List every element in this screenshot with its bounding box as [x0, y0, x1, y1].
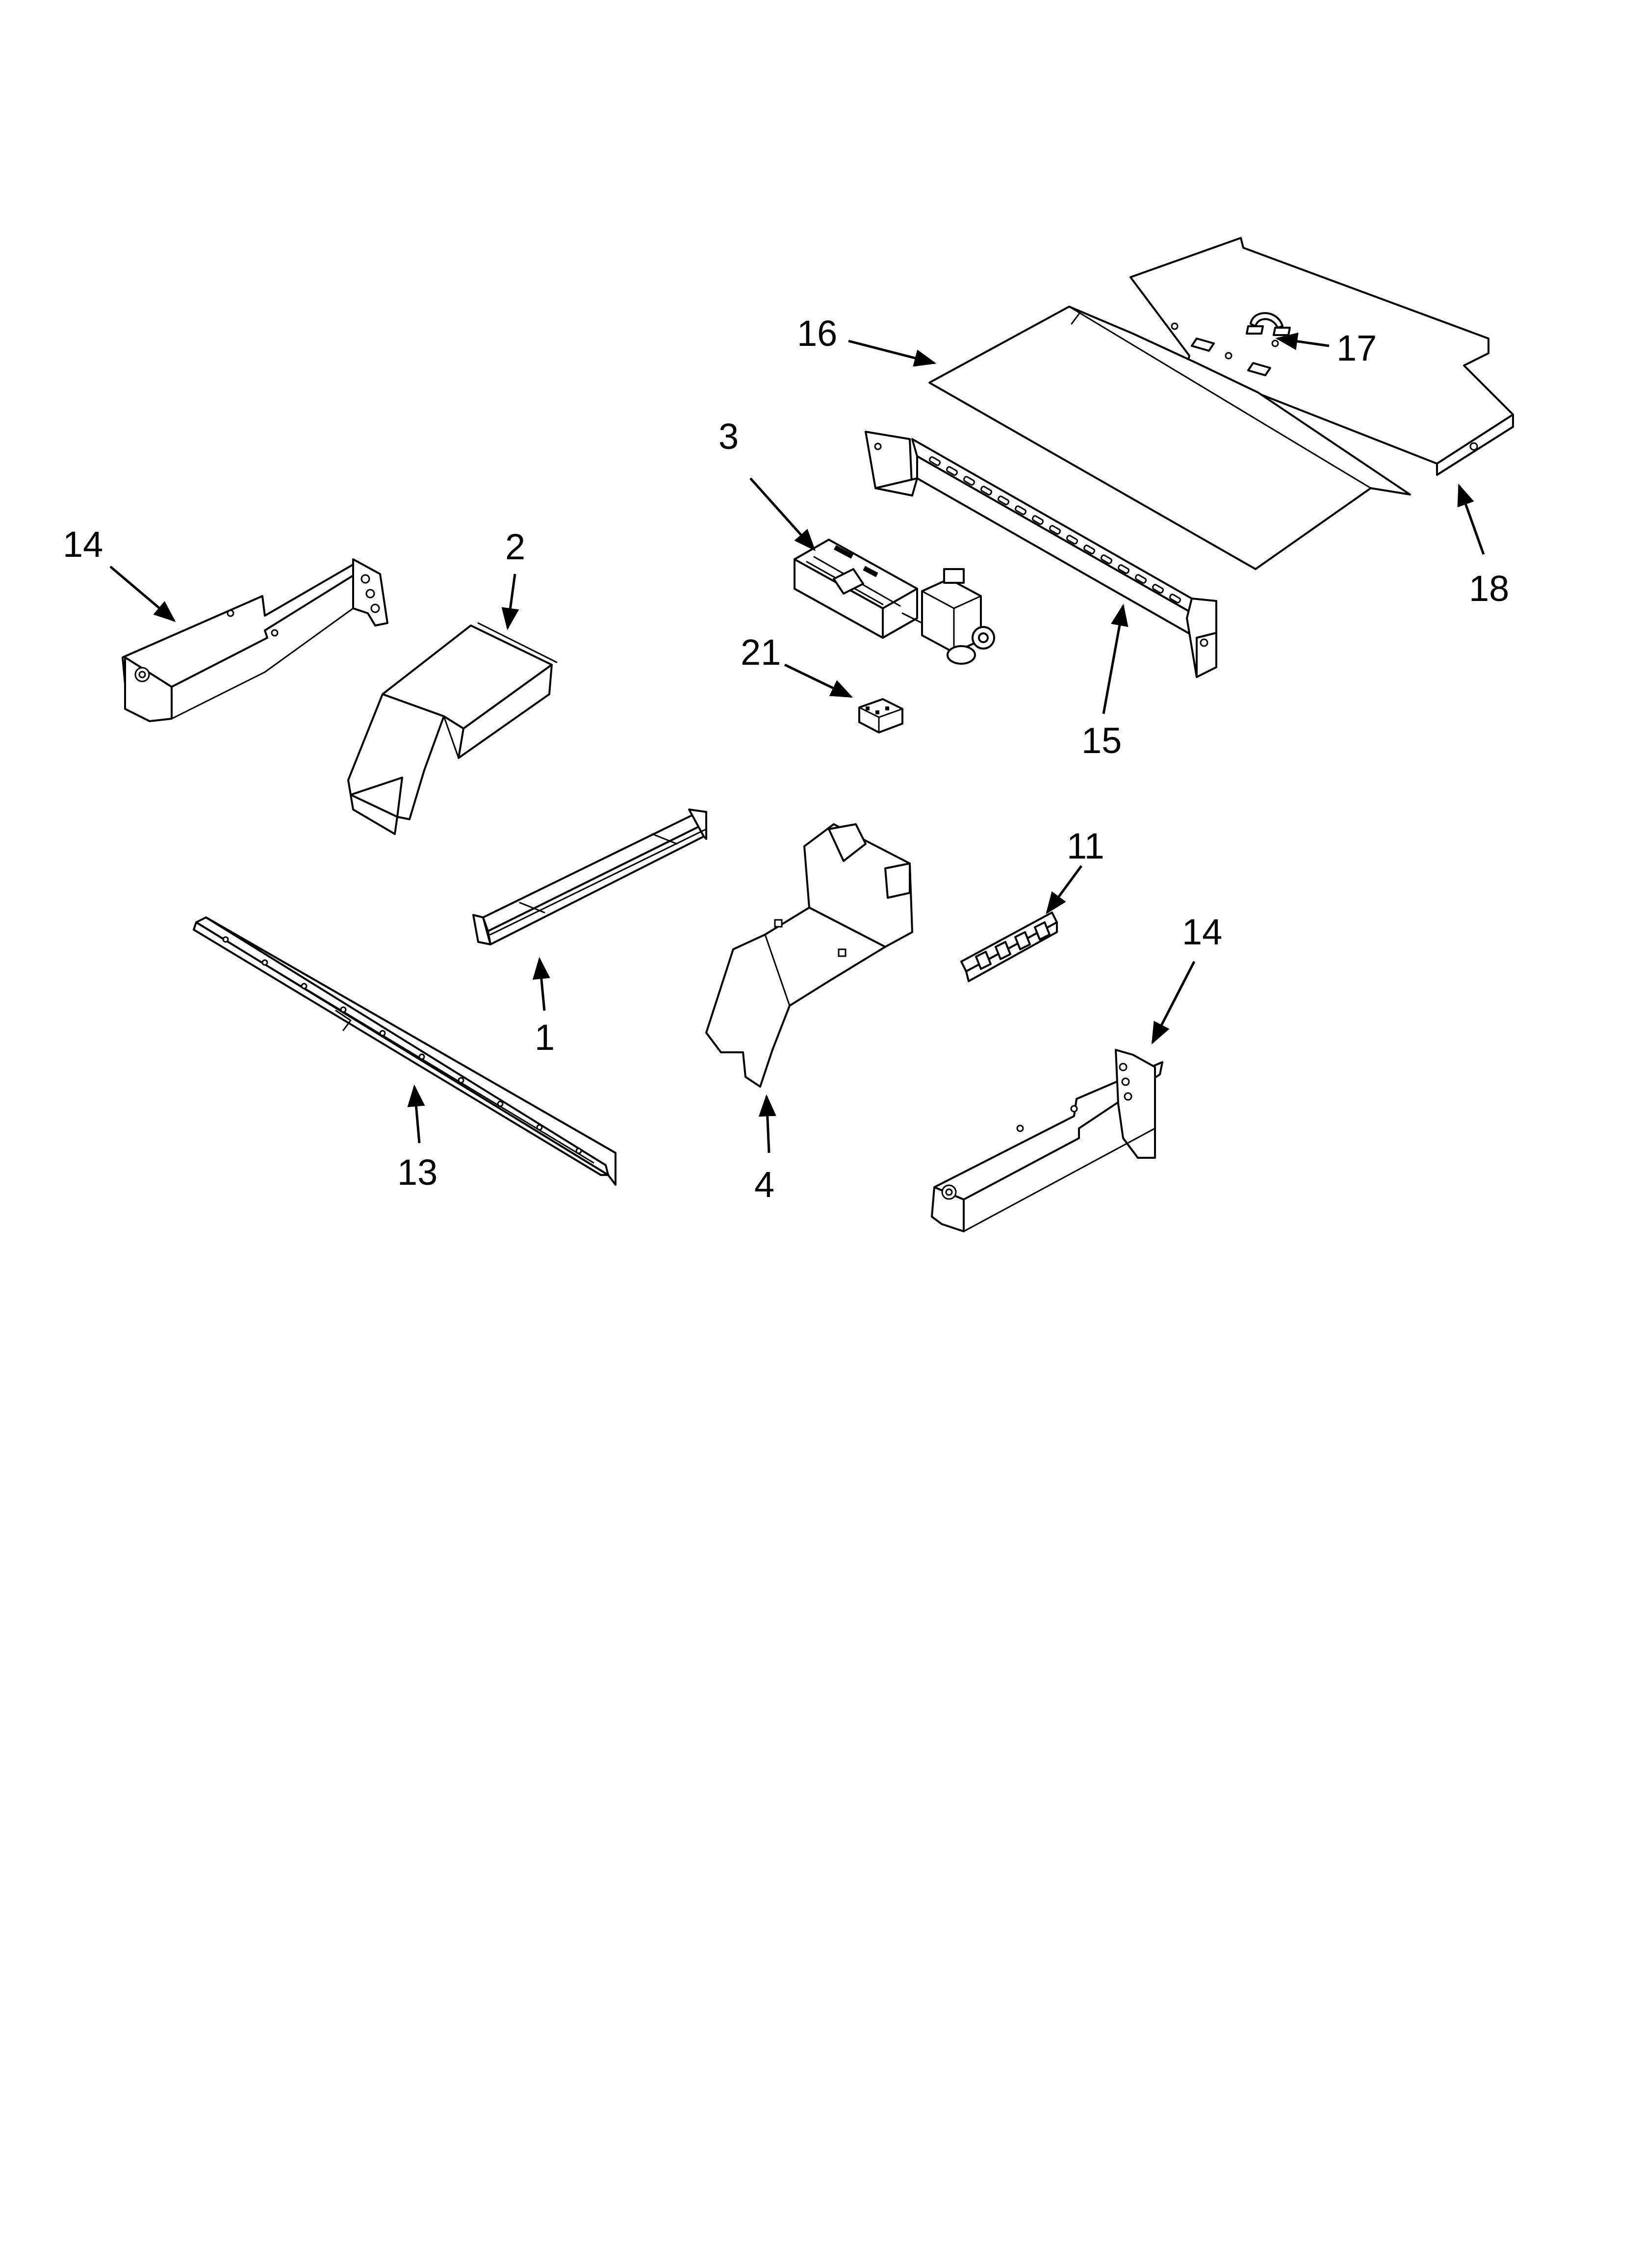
leader-16 [848, 339, 937, 367]
callout-14-right: 14 [1182, 912, 1222, 952]
callout-1: 1 [535, 1017, 555, 1058]
leader-17 [1275, 332, 1330, 350]
part-3-valve-assembly [794, 539, 995, 665]
leader-1 [532, 957, 550, 1011]
callout-15: 15 [1081, 720, 1122, 761]
callout-11: 11 [1067, 826, 1104, 866]
part-14-right-bracket [931, 1049, 1163, 1232]
part-15-vented-channel [865, 431, 1217, 678]
leader-13 [407, 1084, 425, 1144]
leader-14-left [109, 566, 176, 622]
part-14-left-bracket [122, 558, 388, 722]
callout-16: 16 [797, 313, 837, 354]
part-16-shield-panel [928, 306, 1411, 570]
callout-17: 17 [1336, 328, 1377, 368]
vent-slots [928, 456, 1181, 603]
part-1-channel [472, 808, 707, 945]
part-21-terminal-block [858, 698, 903, 733]
part-13-long-rail [193, 916, 616, 1186]
leader-2 [501, 574, 519, 630]
part-4-burner-box [705, 823, 913, 1088]
callout-14-left: 14 [63, 524, 103, 565]
leader-lines [109, 332, 1485, 1153]
leader-11 [1046, 865, 1083, 914]
callout-13: 13 [397, 1152, 437, 1193]
leader-18 [1457, 483, 1485, 555]
callout-2: 2 [505, 526, 525, 567]
leader-21 [784, 663, 853, 698]
leader-3 [749, 477, 816, 551]
callout-21: 21 [741, 632, 781, 673]
rail-holes [222, 936, 582, 1154]
leader-14-right [1151, 961, 1196, 1045]
callout-3: 3 [718, 416, 739, 457]
callouts: 16 17 18 3 15 14 2 21 11 14 1 13 4 [63, 313, 1509, 1205]
leader-4 [758, 1094, 776, 1153]
part-2-duct-hood [347, 622, 558, 835]
callout-18: 18 [1469, 568, 1509, 609]
leader-15 [1102, 603, 1129, 714]
callout-4: 4 [754, 1164, 774, 1205]
part-11-terminal-strip [960, 912, 1058, 982]
